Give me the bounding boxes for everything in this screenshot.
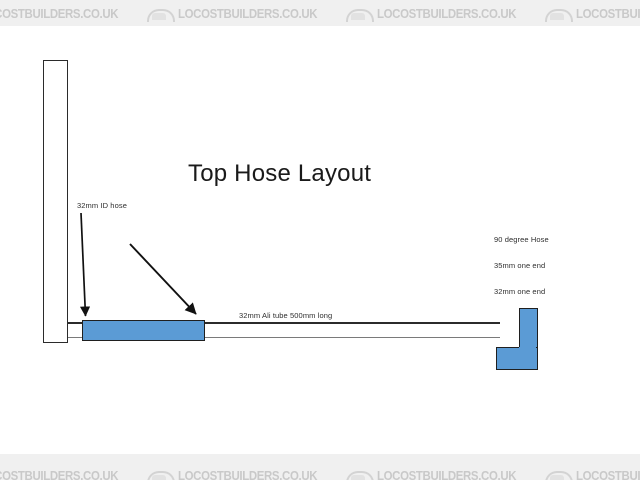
- car-silhouette-icon: [147, 5, 176, 22]
- watermark-text: LOCOSTBUILDERS.CO.UK: [576, 5, 640, 21]
- leader-arrow-id-hose-right: [129, 243, 197, 315]
- watermark-unit: LOCOSTBUILDERS.CO.UK: [147, 5, 336, 22]
- watermark-text: LOCOSTBUILDERS.CO.UK: [377, 5, 517, 21]
- blue-90-degree-elbow-hose-shape: [496, 308, 538, 370]
- diagram-canvas: Top Hose Layout 32mm ID hose 32mm Ali tu…: [0, 26, 640, 454]
- blue-straight-hose-shape: [82, 320, 205, 341]
- car-silhouette-icon: [346, 5, 375, 22]
- label-elbow-line-2: 35mm one end: [494, 261, 546, 270]
- watermark-unit: LOCOSTBUILDERS.CO.UK: [545, 5, 640, 22]
- label-ali-tube: 32mm Ali tube 500mm long: [239, 311, 333, 320]
- car-silhouette-icon: [545, 5, 574, 22]
- label-id-hose: 32mm ID hose: [77, 201, 127, 210]
- watermark-text: LOCOSTBUILDERS.CO.UK: [377, 467, 517, 480]
- elbow-horizontal-leg: [496, 347, 538, 370]
- watermark-unit: LOCOSTBUILDERS.CO.UK: [346, 5, 535, 22]
- label-elbow-line-1: 90 degree Hose: [494, 235, 549, 244]
- watermark-unit: LOCOSTBUILDERS.CO.UK: [0, 5, 137, 21]
- watermark-unit: LOCOSTBUILDERS.CO.UK: [0, 467, 137, 480]
- watermark-band-top: LOCOSTBUILDERS.CO.UK LOCOSTBUILDERS.CO.U…: [0, 0, 640, 26]
- watermark-unit: LOCOSTBUILDERS.CO.UK: [545, 467, 640, 480]
- watermark-text: LOCOSTBUILDERS.CO.UK: [0, 467, 119, 480]
- leader-arrow-id-hose-left: [79, 212, 91, 317]
- watermark-text: LOCOSTBUILDERS.CO.UK: [178, 467, 318, 480]
- watermark-strip: LOCOSTBUILDERS.CO.UK LOCOSTBUILDERS.CO.U…: [0, 462, 640, 480]
- elbow-corner-seam: [518, 347, 537, 349]
- radiator-wall-shape: [43, 60, 68, 343]
- watermark-band-bottom: LOCOSTBUILDERS.CO.UK LOCOSTBUILDERS.CO.U…: [0, 454, 640, 480]
- car-silhouette-icon: [147, 467, 176, 480]
- watermark-strip: LOCOSTBUILDERS.CO.UK LOCOSTBUILDERS.CO.U…: [0, 0, 640, 26]
- watermark-text: LOCOSTBUILDERS.CO.UK: [576, 467, 640, 480]
- watermark-unit: LOCOSTBUILDERS.CO.UK: [147, 467, 336, 480]
- car-silhouette-icon: [346, 467, 375, 480]
- diagram-title: Top Hose Layout: [188, 160, 372, 187]
- watermark-unit: LOCOSTBUILDERS.CO.UK: [346, 467, 535, 480]
- watermark-text: LOCOSTBUILDERS.CO.UK: [178, 5, 318, 21]
- watermark-text: LOCOSTBUILDERS.CO.UK: [0, 5, 119, 21]
- label-elbow-line-3: 32mm one end: [494, 287, 546, 296]
- car-silhouette-icon: [545, 467, 574, 480]
